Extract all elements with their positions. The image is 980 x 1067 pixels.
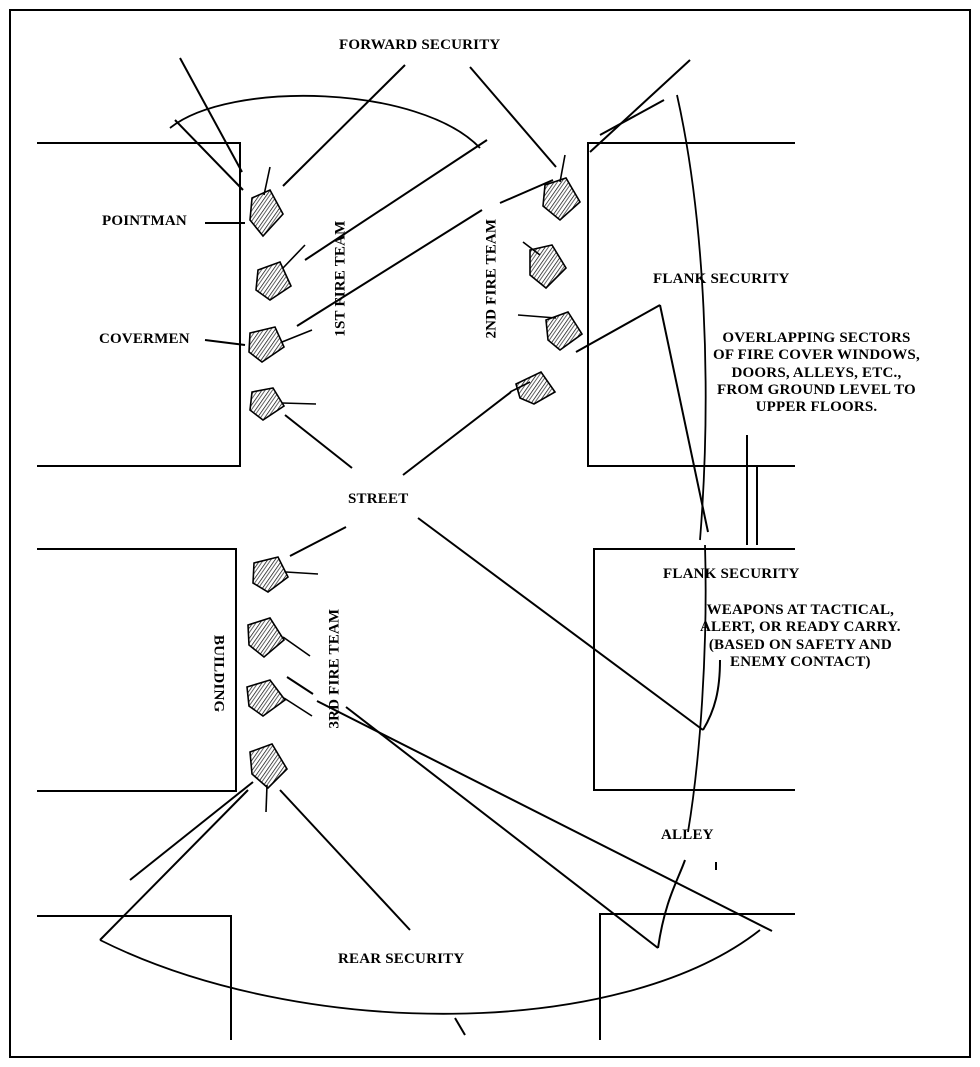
weapon-barrels <box>263 154 566 813</box>
overlapping-sectors-note: OVERLAPPING SECTORS OF FIRE COVER WINDOW… <box>713 330 920 416</box>
overlapping-sectors-line-2: OF FIRE COVER WINDOWS, <box>713 347 920 364</box>
weapons-note-line-1: WEAPONS AT TACTICAL, <box>706 602 895 618</box>
flank-sector-arc-lower <box>687 544 707 833</box>
rear-security-label: REAR SECURITY <box>338 951 465 967</box>
first-fire-team-label: 1ST FIRE TEAM <box>332 220 349 337</box>
soldier-figures <box>246 177 584 790</box>
soldier-3rd-team-3 <box>246 679 287 717</box>
third-fire-team-label: 3RD FIRE TEAM <box>326 608 343 729</box>
weapons-note-line-4: ENEMY CONTACT) <box>730 653 871 670</box>
soldier-pointman <box>249 188 284 238</box>
second-fire-team-label: 2ND FIRE TEAM <box>483 218 500 339</box>
building-lower-right <box>599 913 795 1040</box>
flank-sector-arc-upper <box>676 94 707 541</box>
covermen-label: COVERMEN <box>99 331 190 347</box>
flank-security-lower-label: FLANK SECURITY <box>663 566 800 582</box>
street-label: STREET <box>348 491 409 507</box>
weapons-note-line-3: (BASED ON SAFETY AND <box>708 636 892 653</box>
forward-sector-arc <box>169 95 481 149</box>
soldier-3rd-team-4 <box>249 743 289 790</box>
weapons-note-line-2: ALERT, OR READY CARRY. <box>700 619 901 636</box>
soldier-3rd-team-1 <box>252 556 290 593</box>
building-upper-left <box>37 142 241 467</box>
overlapping-sectors-line-1: OVERLAPPING SECTORS <box>722 330 911 346</box>
soldier-1st-team-2 <box>255 260 293 301</box>
weapons-note: WEAPONS AT TACTICAL, ALERT, OR READY CAR… <box>700 602 901 671</box>
soldier-2nd-team-2 <box>529 244 568 290</box>
alley-label: ALLEY <box>661 827 714 843</box>
soldier-1st-team-4 <box>249 387 286 421</box>
building-middle-left <box>37 548 237 792</box>
building-upper-right <box>587 142 795 467</box>
building-label: BUILDING <box>210 634 227 713</box>
soldier-2nd-team-1 <box>542 177 582 222</box>
soldier-covermen <box>248 326 286 363</box>
sector-arcs <box>99 94 761 1015</box>
overlapping-sectors-line-3: DOORS, ALLEYS, ETC., <box>731 364 902 381</box>
flank-security-upper-label: FLANK SECURITY <box>653 271 790 287</box>
overlapping-sectors-line-4: FROM GROUND LEVEL TO <box>717 381 916 398</box>
soldier-3rd-team-2 <box>247 617 286 659</box>
building-lower-left <box>37 915 232 1040</box>
forward-security-label: FORWARD SECURITY <box>339 37 501 53</box>
soldier-2nd-team-3 <box>545 311 584 352</box>
outer-frame <box>9 9 971 1058</box>
sector-lines <box>99 57 773 1036</box>
overlapping-sectors-line-5: UPPER FLOORS. <box>755 399 878 415</box>
pointman-label: POINTMAN <box>102 213 187 229</box>
rear-sector-arc <box>99 929 761 1015</box>
soldier-2nd-team-4 <box>515 370 557 405</box>
